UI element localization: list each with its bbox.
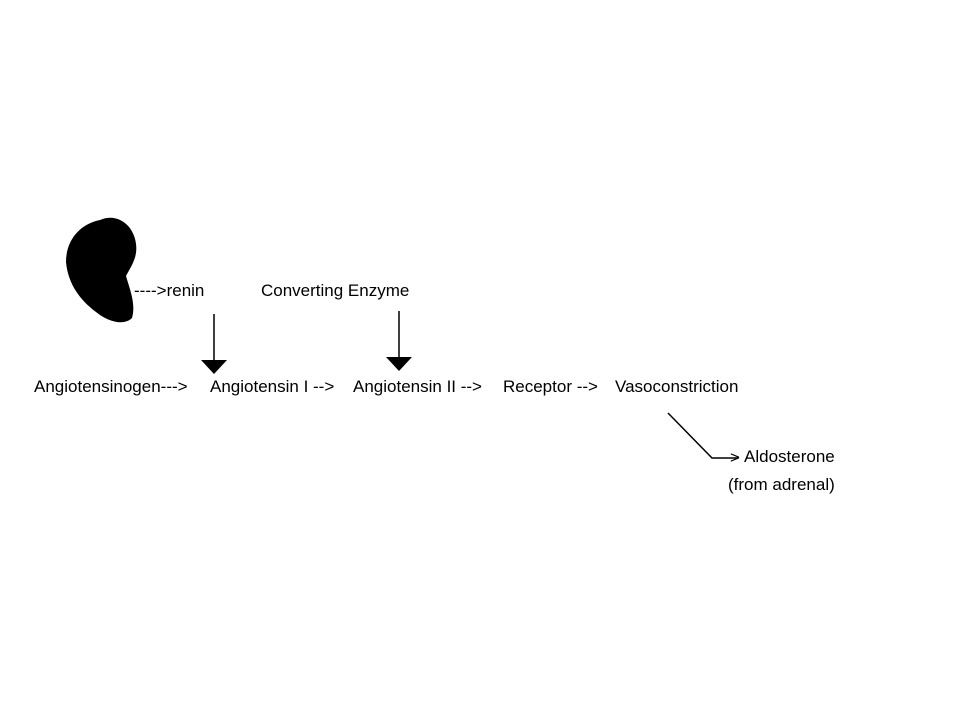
aldosterone-branch-line [667,412,738,459]
angiotensin-1-label: Angiotensin I --> [210,377,335,396]
angiotensinogen-label: Angiotensinogen---> [34,377,188,396]
receptor-label: Receptor --> [503,377,598,396]
aldosterone-source-label: (from adrenal) [728,475,835,494]
vasoconstriction-label: Vasoconstriction [615,377,739,396]
converting-enzyme-label: Converting Enzyme [261,281,410,300]
branch-arrow-head: > [730,448,740,467]
angiotensin-2-label: Angiotensin II --> [353,377,482,396]
renin-arrow-head [201,360,227,374]
enzyme-arrow-head [386,357,412,371]
kidney-icon [66,217,137,323]
renin-label: ---->renin [134,281,205,300]
aldosterone-label: Aldosterone [744,447,835,466]
